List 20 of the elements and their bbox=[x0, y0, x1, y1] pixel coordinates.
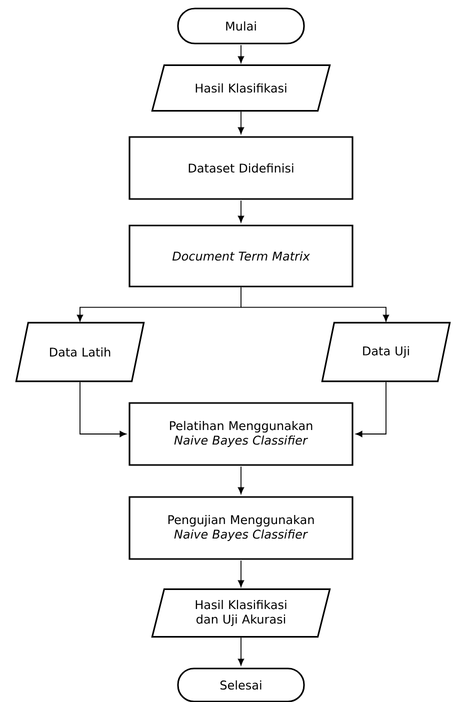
process-box: Pengujian Menggunakan Naive Bayes Classifier bbox=[128, 496, 354, 560]
arrow bbox=[238, 200, 244, 223]
process-box: Pelatihan Menggunakan Naive Bayes Classifier bbox=[128, 402, 354, 466]
input-output-parallelogram: Data Uji bbox=[321, 322, 451, 382]
arrow bbox=[240, 306, 390, 322]
arrow bbox=[238, 637, 244, 666]
end-terminal: Selesai bbox=[177, 668, 305, 702]
arrow bbox=[238, 111, 244, 134]
arrow bbox=[76, 286, 242, 322]
arrow bbox=[80, 382, 127, 438]
start-terminal: Mulai bbox=[177, 8, 305, 44]
input-output-parallelogram: Hasil Klasifikasi dan Uji Akurasi bbox=[151, 588, 331, 638]
arrow bbox=[238, 44, 244, 64]
arrow bbox=[238, 466, 244, 494]
arrow bbox=[238, 560, 244, 588]
input-output-parallelogram: Data Latih bbox=[15, 322, 145, 382]
input-output-parallelogram: Hasil Klasifikasi bbox=[151, 64, 331, 112]
process-box: Dataset Didefinisi bbox=[128, 136, 354, 200]
arrow bbox=[355, 382, 386, 438]
process-box: Document Term Matrix bbox=[128, 224, 354, 288]
